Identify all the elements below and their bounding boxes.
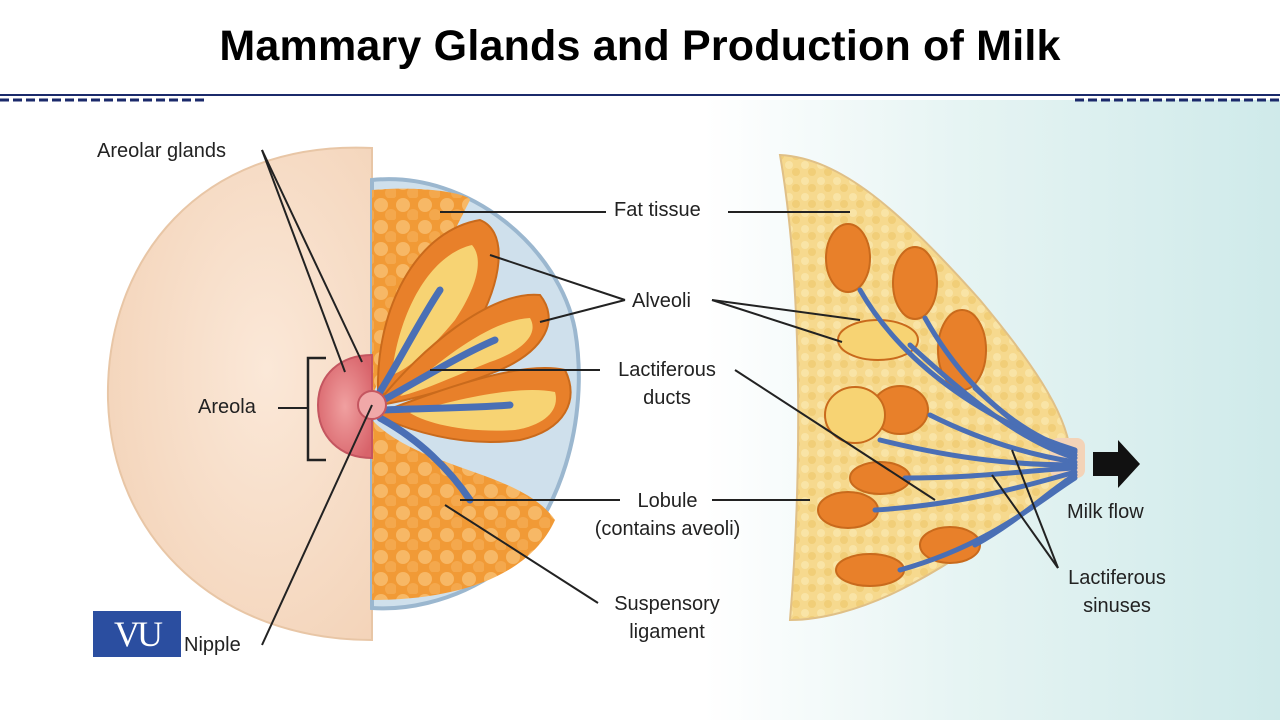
label-lactiferous-ducts: Lactiferous ducts — [600, 356, 734, 412]
slide-title: Mammary Glands and Production of Milk — [219, 22, 1061, 70]
label-areolar-glands: Areolar glands — [97, 140, 226, 162]
label-lactiferous-ducts-line2: ducts — [643, 387, 691, 409]
leader-lines — [261, 149, 1059, 646]
milk-flow-arrow-icon — [1093, 440, 1140, 488]
label-suspensory-ligament: Suspensory ligament — [597, 590, 737, 646]
label-lactiferous-sinuses: Lactiferous sinuses — [1054, 564, 1180, 620]
label-fat-tissue: Fat tissue — [614, 199, 701, 221]
label-milk-flow: Milk flow — [1067, 501, 1144, 523]
label-nipple: Nipple — [184, 634, 241, 656]
label-sinuses-line1: Lactiferous — [1068, 567, 1166, 589]
label-suspensory-line1: Suspensory — [614, 593, 720, 615]
breast-front-view — [106, 146, 581, 642]
breast-side-view — [778, 153, 1140, 622]
label-lobule: Lobule (contains aveoli) — [575, 487, 760, 543]
label-lobule-line1: Lobule — [637, 490, 698, 512]
label-suspensory-line2: ligament — [629, 621, 705, 643]
title-rule — [0, 94, 1280, 102]
mammary-diagram: Areolar glands Areola Nipple Fat tissue … — [0, 100, 1280, 720]
vu-logo-text: VU — [114, 614, 163, 654]
label-areola: Areola — [198, 396, 256, 418]
diagram-illustration — [106, 146, 1140, 646]
label-lobule-line2: (contains aveoli) — [594, 518, 741, 540]
label-sinuses-line2: sinuses — [1083, 595, 1151, 617]
vu-logo: VU — [93, 611, 181, 657]
label-lactiferous-ducts-line1: Lactiferous — [618, 359, 716, 381]
label-alveoli: Alveoli — [632, 290, 691, 312]
skin-outline — [106, 146, 373, 642]
